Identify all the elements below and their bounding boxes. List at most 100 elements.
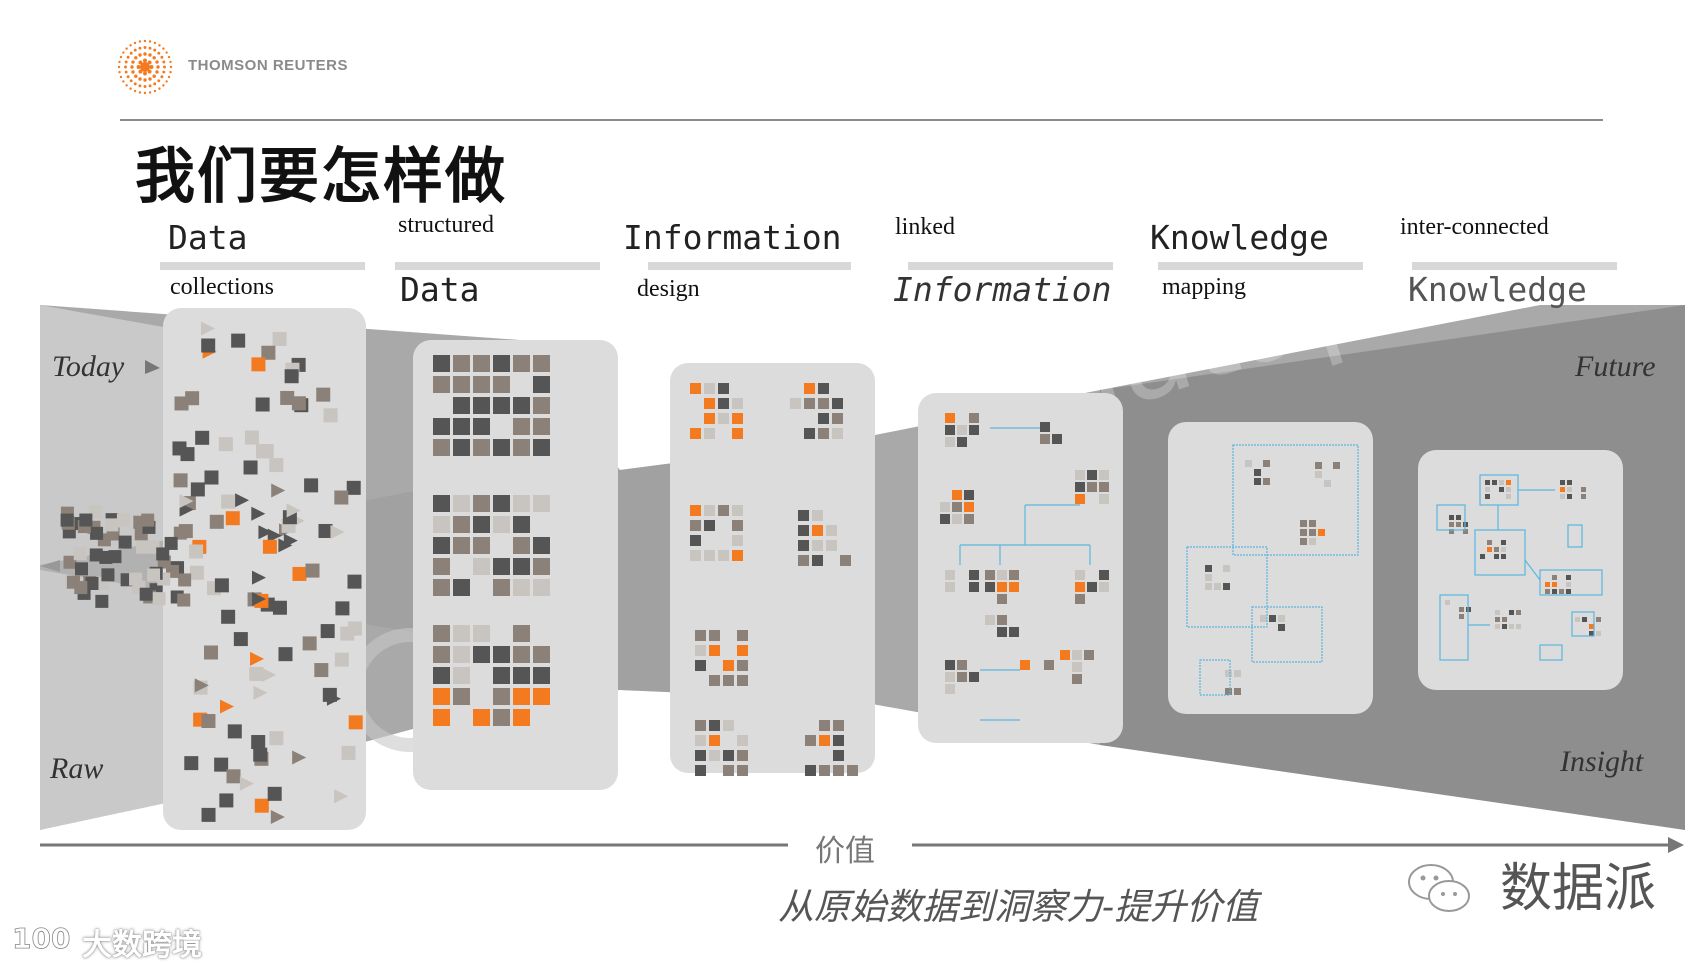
knowledge-square — [1245, 460, 1252, 467]
logo-dot — [165, 51, 168, 54]
design-square — [819, 735, 830, 746]
knowledge-square — [1300, 538, 1307, 545]
design-square — [737, 735, 748, 746]
design-square — [718, 550, 729, 561]
linked-square — [945, 582, 955, 592]
knowledge-square — [1263, 478, 1270, 485]
node-square — [1499, 480, 1504, 485]
logo-dot — [130, 65, 134, 69]
scattered-square — [195, 430, 210, 445]
linked-square — [1075, 470, 1085, 480]
grid-square — [453, 646, 470, 663]
wechat-icon — [1405, 858, 1475, 918]
raw-left-marker — [40, 560, 60, 572]
stage-5-top-label: Knowledge — [1150, 218, 1329, 257]
logo-dot — [148, 40, 152, 43]
knowledge-square — [1315, 471, 1322, 478]
linked-square — [1040, 422, 1050, 432]
stage-2-divider — [395, 262, 600, 270]
scattered-triangle — [283, 533, 298, 548]
linked-square — [1084, 650, 1094, 660]
stage-1-bottom-label: collections — [170, 274, 274, 300]
linked-square — [945, 425, 955, 435]
grid-square — [533, 537, 550, 554]
stage-3-bottom-label: design — [637, 276, 700, 302]
design-square — [832, 413, 843, 424]
knowledge-square — [1309, 538, 1316, 545]
design-square — [695, 735, 706, 746]
grid-square — [453, 537, 470, 554]
scattered-triangle — [179, 494, 194, 509]
overflow-square — [108, 550, 122, 564]
overflow-square — [129, 572, 143, 586]
company-logo-text: THOMSON REUTERS — [188, 57, 349, 74]
grid-square — [533, 495, 550, 512]
grid-square — [493, 376, 510, 393]
scattered-square — [302, 636, 317, 651]
value-caption: 从原始数据到洞察力-提升价值 — [778, 887, 1259, 928]
overflow-square — [136, 540, 150, 554]
linked-square — [1044, 660, 1054, 670]
logo-dot — [143, 85, 147, 88]
knowledge-square — [1225, 670, 1232, 677]
value-axis-label: 价值 — [815, 834, 875, 869]
node-square — [1552, 582, 1557, 587]
grid-square — [433, 558, 450, 575]
scattered-square — [254, 798, 269, 813]
logo-dot — [162, 70, 166, 74]
linked-square — [964, 502, 974, 512]
logo-dot — [138, 53, 142, 57]
linked-square — [1009, 582, 1019, 592]
scattered-square — [180, 447, 195, 462]
linked-square — [957, 425, 967, 435]
linked-square — [1009, 570, 1019, 580]
knowledge-square — [1260, 615, 1267, 622]
node-square — [1506, 494, 1511, 499]
grid-square — [473, 397, 490, 414]
overflow-square — [164, 536, 178, 550]
linked-square — [969, 413, 979, 423]
logo-dot — [169, 60, 172, 64]
design-square — [833, 765, 844, 776]
linked-square — [985, 582, 995, 592]
grid-square — [473, 646, 490, 663]
design-square — [732, 428, 743, 439]
logo-dot — [129, 87, 132, 90]
overflow-square — [90, 526, 104, 540]
value-axis-arrowhead — [1668, 837, 1684, 853]
logo-dot — [125, 47, 128, 50]
knowledge-square — [1278, 624, 1285, 631]
linked-square — [1072, 662, 1082, 672]
design-square — [709, 750, 720, 761]
node-square — [1589, 624, 1594, 629]
linked-square — [964, 490, 974, 500]
grid-square — [433, 355, 450, 372]
design-square — [718, 398, 729, 409]
scattered-square — [304, 478, 319, 493]
logo-dot — [131, 70, 135, 74]
node-square — [1582, 617, 1587, 622]
logo-dot — [138, 46, 142, 50]
watermark-logo-icon: 100 — [12, 920, 74, 956]
grid-square — [533, 439, 550, 456]
design-square — [704, 428, 715, 439]
linked-square — [1099, 570, 1109, 580]
knowledge-square — [1223, 565, 1230, 572]
overflow-square — [95, 594, 109, 608]
scattered-triangle — [250, 651, 265, 666]
design-square — [833, 720, 844, 731]
design-square — [818, 428, 829, 439]
grid-square — [473, 709, 490, 726]
linked-square — [1099, 582, 1109, 592]
linked-square — [945, 437, 955, 447]
node-square — [1501, 540, 1506, 545]
grid-square — [513, 579, 530, 596]
logo-dot — [153, 89, 157, 93]
scattered-square — [185, 391, 200, 406]
linked-square — [945, 413, 955, 423]
design-square — [732, 535, 743, 546]
logo-dot — [143, 71, 147, 76]
knowledge-square — [1205, 583, 1212, 590]
node-square — [1581, 494, 1586, 499]
linked-square — [1072, 674, 1082, 684]
